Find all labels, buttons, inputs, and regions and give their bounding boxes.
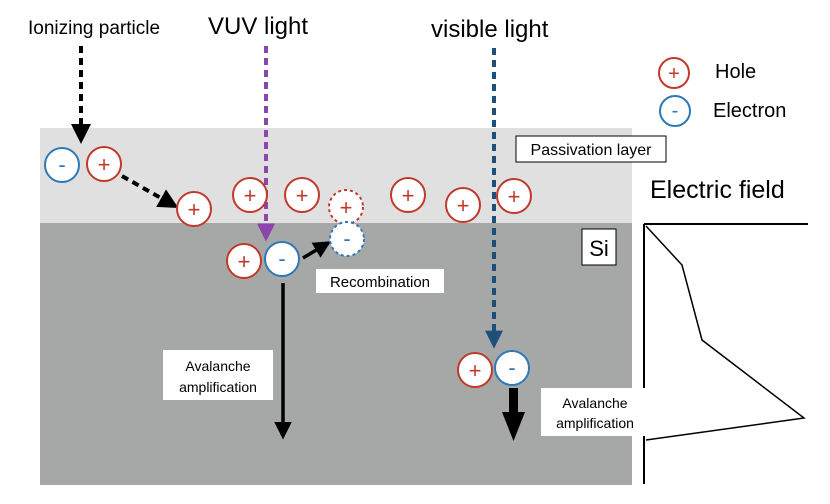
visible-hole: + [457, 352, 493, 388]
svg-text:+: + [238, 249, 251, 274]
svg-text:+: + [244, 183, 257, 208]
passivation-layer-label: Passivation layer [531, 142, 653, 159]
svg-text:-: - [278, 246, 285, 271]
silicon-region [40, 223, 632, 485]
svg-text:+: + [340, 195, 353, 220]
legend: + Hole - Electron [658, 57, 786, 127]
svg-text:+: + [469, 358, 482, 383]
avalanche-label-1-line2: amplification [179, 379, 257, 395]
svg-text:+: + [402, 183, 415, 208]
passivation-label-box [515, 135, 667, 163]
avalanche-label-2-box [541, 388, 649, 436]
electron-recombining: - [329, 221, 365, 257]
svg-text:+: + [668, 63, 680, 85]
legend-electron-symbol: - [659, 95, 691, 127]
recombination-label-box [316, 269, 444, 293]
recombination-arrow [302, 241, 332, 260]
ionizing-electron: - [44, 147, 80, 183]
vuv-light-label: VUV light [208, 13, 308, 40]
visible-light-label: visible light [431, 16, 549, 43]
visible-avalanche-arrow [502, 388, 525, 441]
visible-electron: - [494, 350, 530, 386]
svg-text:-: - [58, 152, 65, 177]
electric-field-label: Electric field [650, 176, 785, 204]
svg-text:+: + [296, 183, 309, 208]
avalanche-label-2-line1: Avalanche [562, 395, 627, 411]
recombination-label: Recombination [330, 274, 430, 291]
svg-text:+: + [457, 193, 470, 218]
hole-5: + [445, 187, 481, 223]
vuv-hole: + [226, 243, 262, 279]
legend-electron-label: Electron [713, 100, 786, 122]
si-label-box [581, 228, 617, 266]
avalanche-label-2-line2: amplification [556, 415, 634, 431]
svg-text:-: - [508, 355, 515, 380]
legend-hole-label: Hole [715, 61, 756, 83]
vuv-electron: - [264, 241, 300, 277]
hole-recombining: + [328, 189, 364, 225]
avalanche-label-1-line1: Avalanche [185, 358, 250, 374]
svg-text:+: + [188, 197, 201, 222]
svg-text:+: + [508, 184, 521, 209]
hole-4: + [390, 177, 426, 213]
svg-text:-: - [343, 226, 350, 251]
legend-hole-symbol: + [658, 57, 690, 89]
svg-text:+: + [98, 152, 111, 177]
hole-drift-arrow [121, 174, 179, 208]
hole-3: + [284, 177, 320, 213]
ionizing-particle-label: Ionizing particle [28, 18, 160, 39]
hole-1: + [176, 191, 212, 227]
hole-6: + [496, 178, 532, 214]
electric-field-plot [643, 223, 808, 484]
ionizing-hole: + [86, 146, 122, 182]
svg-text:-: - [672, 100, 679, 122]
hole-2: + [232, 177, 268, 213]
si-label: Si [589, 236, 609, 261]
avalanche-label-1-box [163, 350, 273, 400]
